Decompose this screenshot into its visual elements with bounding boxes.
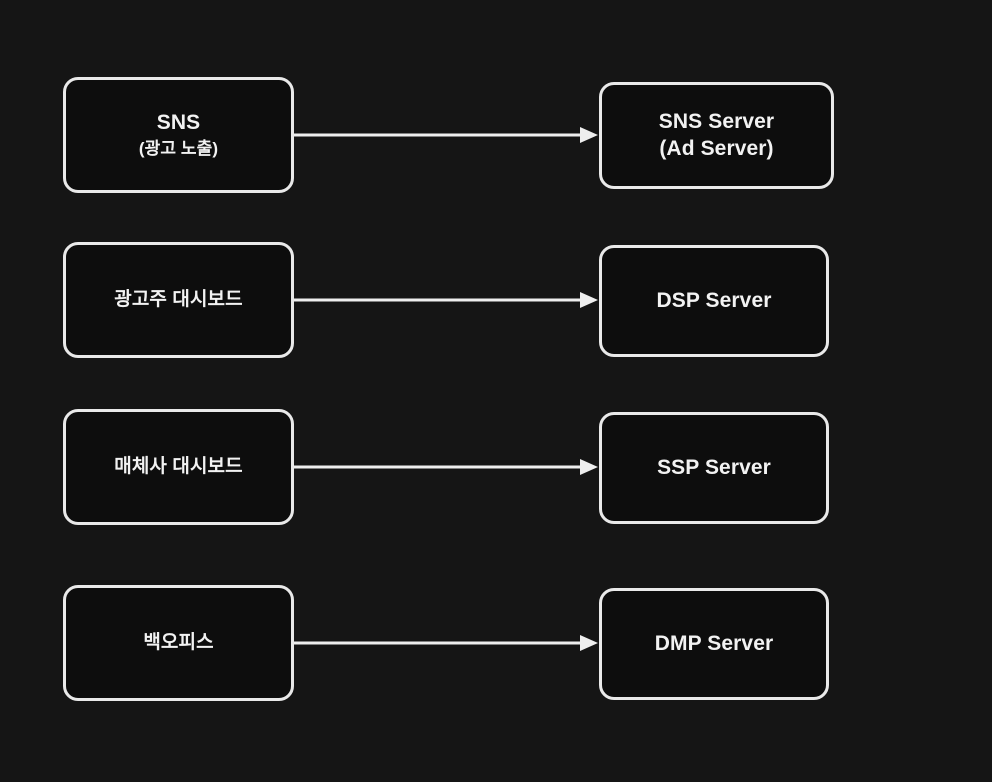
node-sns-label-line2: (광고 노출) <box>138 139 219 159</box>
node-sns-server-label-line1: SNS Server <box>658 109 775 133</box>
node-publisher-dashboard-label: 매체사 대시보드 <box>114 455 243 477</box>
edge-advertiser-to-dsp-server <box>294 292 600 308</box>
node-dsp-server-label: DSP Server <box>656 288 772 312</box>
edge-sns-to-sns-server <box>294 127 600 143</box>
diagram-row: 백오피스 DMP Server <box>0 585 992 701</box>
node-dsp-server[interactable]: DSP Server <box>599 245 829 357</box>
node-publisher-dashboard[interactable]: 매체사 대시보드 <box>63 409 294 525</box>
edge-backoffice-to-dmp-server <box>294 635 600 651</box>
node-ssp-server-label: SSP Server <box>657 455 771 479</box>
node-sns[interactable]: SNS (광고 노출) <box>63 77 294 193</box>
node-ssp-server[interactable]: SSP Server <box>599 412 829 524</box>
node-sns-label-line1: SNS <box>156 111 201 135</box>
node-dmp-server-label: DMP Server <box>654 631 774 655</box>
node-backoffice[interactable]: 백오피스 <box>63 585 294 701</box>
diagram-row: SNS (광고 노출) SNS Server (Ad Server) <box>0 77 992 193</box>
node-advertiser-dashboard-label: 광고주 대시보드 <box>114 288 243 310</box>
edge-publisher-to-ssp-server <box>294 459 600 475</box>
diagram-row: 광고주 대시보드 DSP Server <box>0 242 992 358</box>
node-backoffice-label: 백오피스 <box>143 631 214 653</box>
node-dmp-server[interactable]: DMP Server <box>599 588 829 700</box>
diagram-row: 매체사 대시보드 SSP Server <box>0 409 992 525</box>
node-sns-server-label-line2: (Ad Server) <box>659 136 774 160</box>
node-advertiser-dashboard[interactable]: 광고주 대시보드 <box>63 242 294 358</box>
node-sns-server[interactable]: SNS Server (Ad Server) <box>599 82 834 189</box>
